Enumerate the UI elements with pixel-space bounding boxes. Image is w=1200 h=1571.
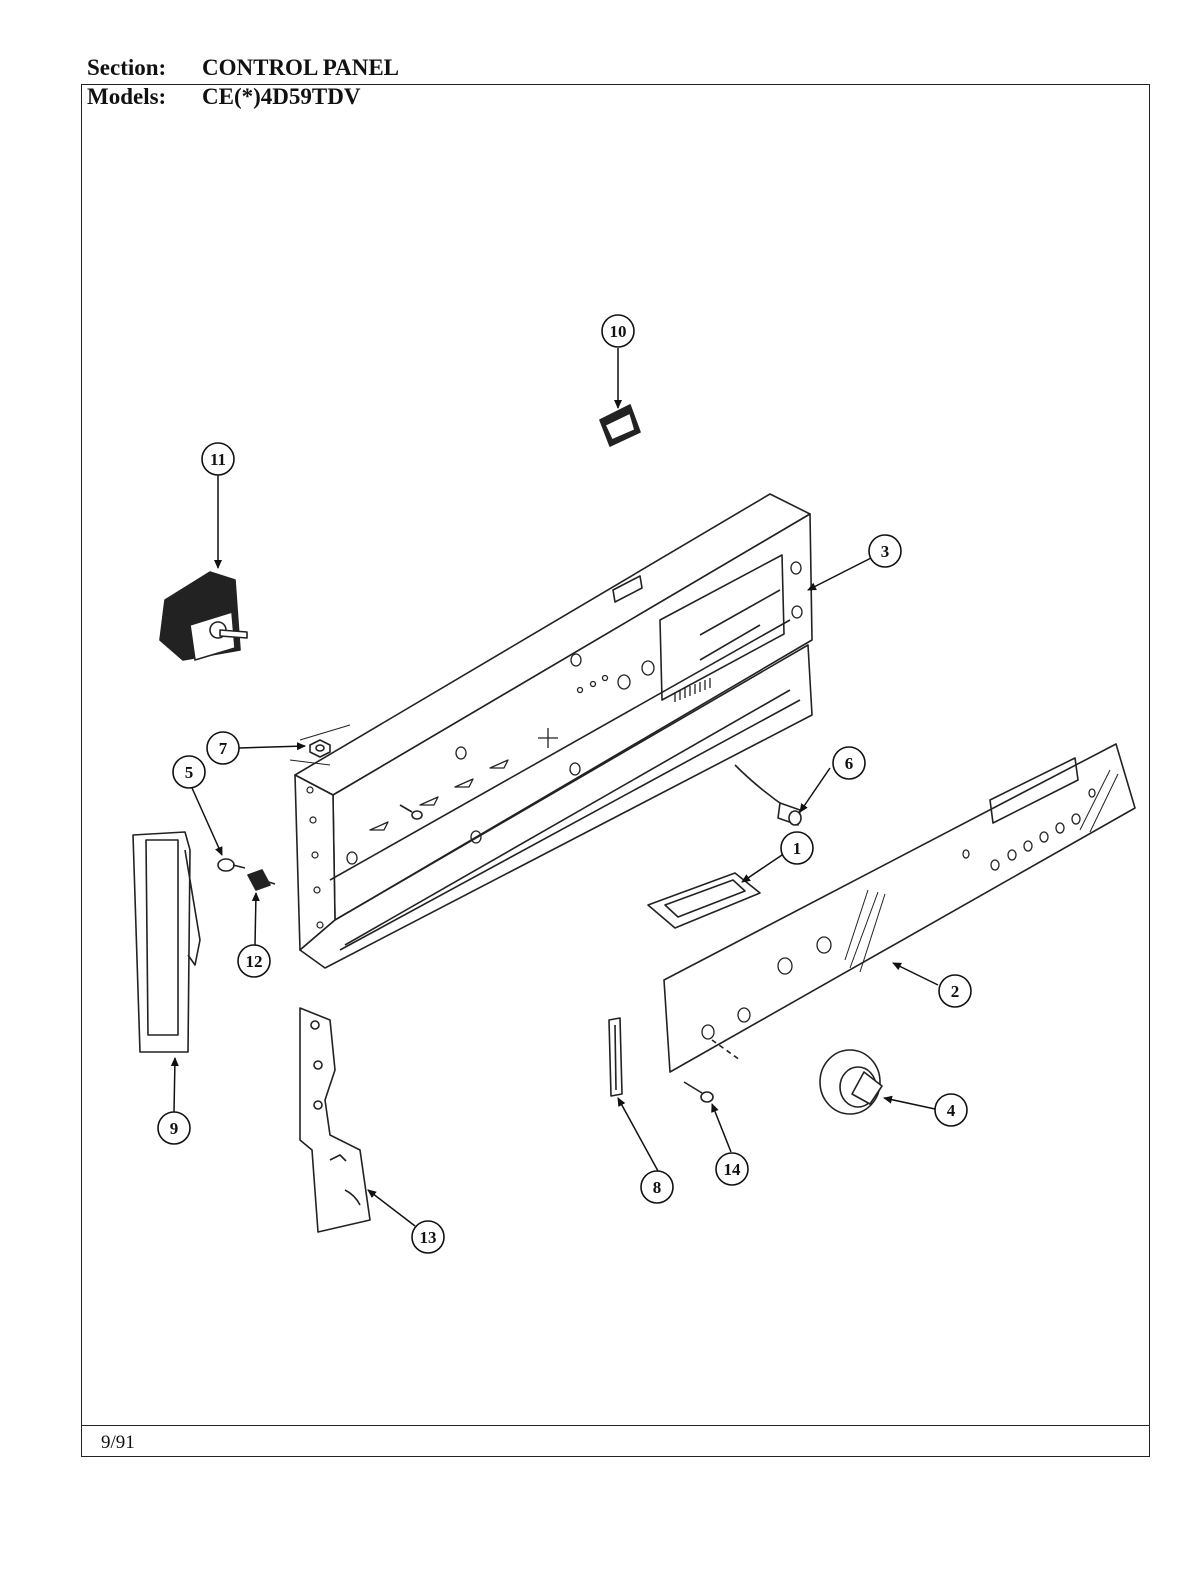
callout-number-9: 9 xyxy=(170,1119,179,1138)
callout-number-13: 13 xyxy=(420,1228,437,1247)
screw-5 xyxy=(217,858,246,872)
control-panel-frame xyxy=(294,493,813,969)
callout-circle-9 xyxy=(157,1111,191,1145)
screw-14 xyxy=(683,1081,714,1103)
callout-circle-11 xyxy=(201,442,235,476)
diagram-frame xyxy=(81,84,1150,1457)
front-glass-panel xyxy=(663,743,1136,1073)
callout-circle-2 xyxy=(938,974,972,1008)
lamp-socket xyxy=(734,764,802,826)
callout-number-3: 3 xyxy=(881,542,890,561)
callout-circle-10 xyxy=(601,314,635,348)
callout-number-12: 12 xyxy=(246,952,263,971)
knob-shaft xyxy=(247,869,276,891)
callout-number-11: 11 xyxy=(210,450,226,469)
callout-number-10: 10 xyxy=(610,322,627,341)
callout-circle-14 xyxy=(715,1152,749,1186)
footer-date: 9/91 xyxy=(101,1432,135,1453)
rocker-switch xyxy=(599,404,641,447)
callout-number-1: 1 xyxy=(793,839,802,858)
models-value: CE(*)4D59TDV xyxy=(202,84,361,109)
section-value: CONTROL PANEL xyxy=(202,55,400,80)
callout-circle-6 xyxy=(832,746,866,780)
leader-arrows xyxy=(170,348,939,1227)
footer-divider xyxy=(81,1425,1150,1426)
display-bezel xyxy=(647,872,761,929)
callout-circle-7 xyxy=(206,731,240,765)
frame-screw xyxy=(399,804,423,820)
hex-nut xyxy=(289,724,351,766)
callout-number-6: 6 xyxy=(845,754,854,773)
callout-number-2: 2 xyxy=(951,982,960,1001)
callout-circle-13 xyxy=(411,1220,445,1254)
timer-switch xyxy=(159,571,248,661)
trim-strip xyxy=(608,1017,623,1097)
callout-number-5: 5 xyxy=(185,763,194,782)
callout-circle-8 xyxy=(640,1170,674,1204)
control-knob xyxy=(819,1049,883,1115)
callout-circle-5 xyxy=(172,755,206,789)
callout-circle-1 xyxy=(780,831,814,865)
callout-number-4: 4 xyxy=(947,1101,956,1120)
callout-number-7: 7 xyxy=(219,739,228,758)
callout-number-8: 8 xyxy=(653,1178,662,1197)
mounting-bracket xyxy=(299,1007,371,1233)
callout-circle-12 xyxy=(237,944,271,978)
models-label: Models: xyxy=(87,84,167,109)
callout-circle-3 xyxy=(868,534,902,568)
end-cap xyxy=(132,831,201,1053)
callout-circle-4 xyxy=(934,1093,968,1127)
section-label: Section: xyxy=(87,55,167,80)
callout-number-14: 14 xyxy=(724,1160,742,1179)
